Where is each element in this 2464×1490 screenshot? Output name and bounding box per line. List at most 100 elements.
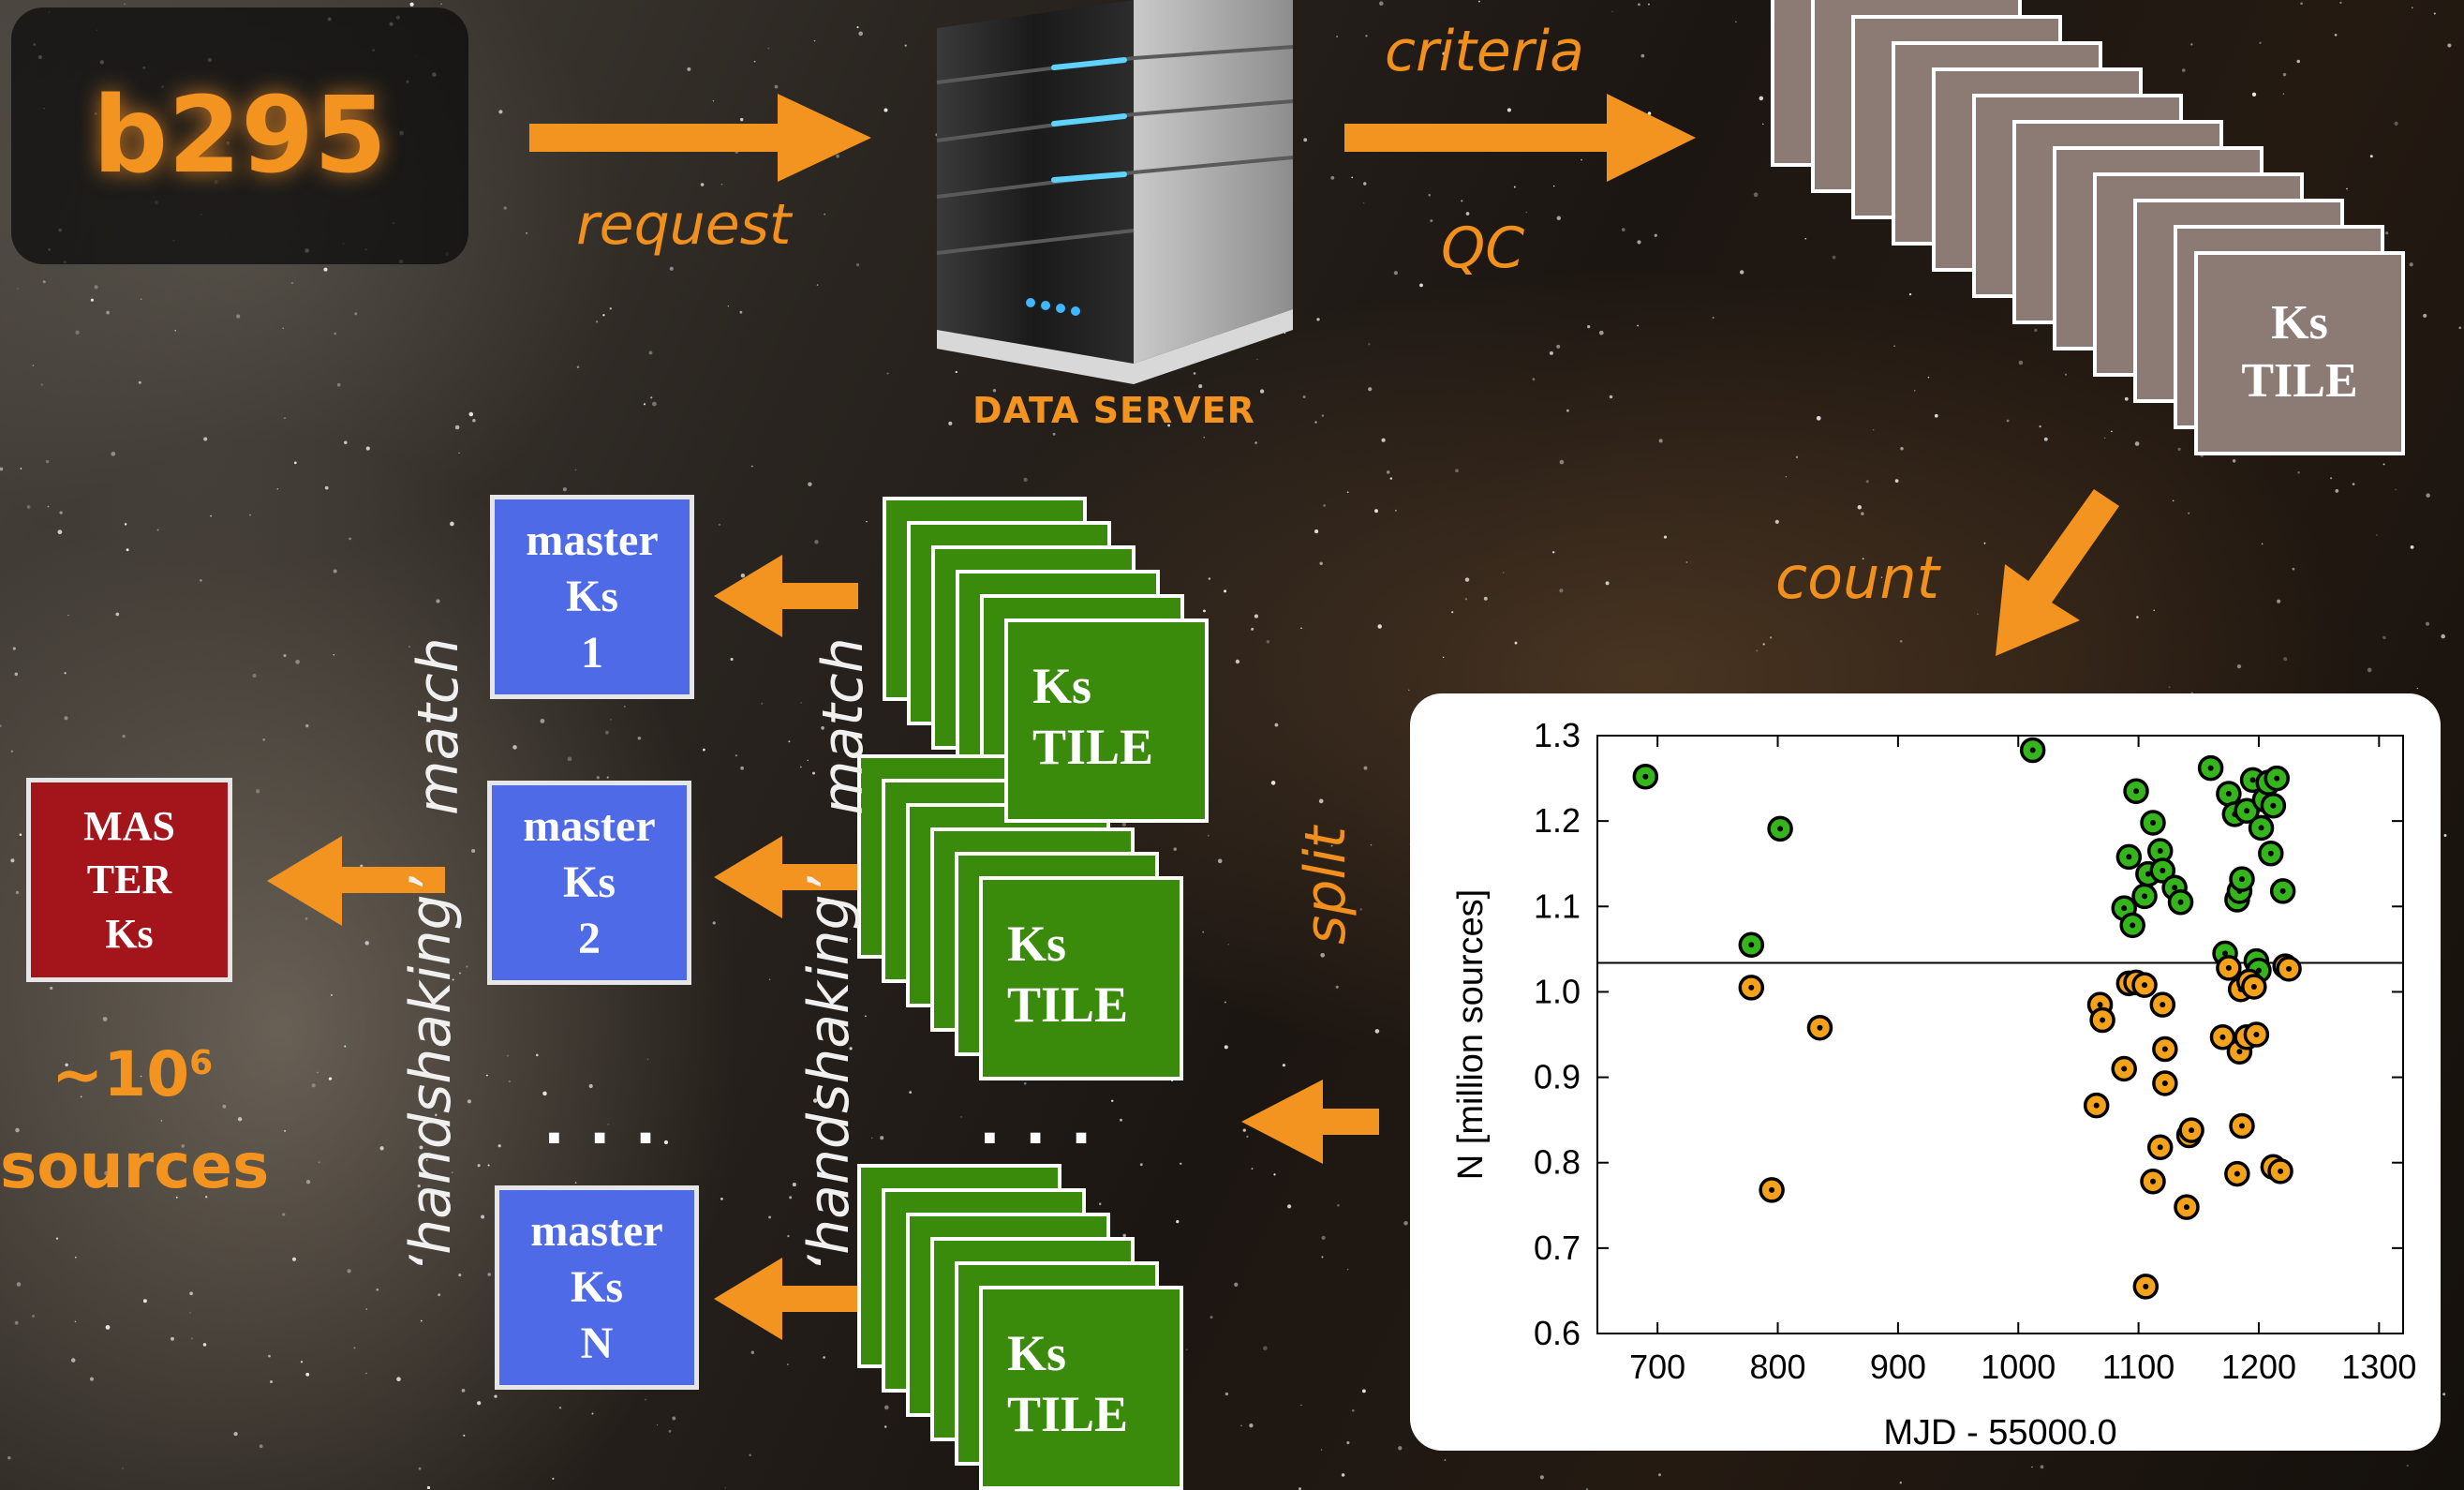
star [739,310,743,314]
star [20,468,22,469]
star [105,1325,111,1330]
star [807,759,809,762]
green-tile-1-line2: TILE [1032,718,1154,775]
data-point [2229,866,2255,892]
green-tile-3-line1: Ks [1007,1325,1067,1381]
star [1273,1173,1276,1176]
star [283,654,287,658]
star [727,305,729,307]
star [1202,931,1205,933]
star [255,789,260,794]
star [552,1477,555,1481]
star [59,511,63,514]
star [1774,519,1779,525]
star [1739,270,1744,275]
star [2382,635,2386,640]
master-1-line1: master [526,515,659,565]
star [2232,459,2236,463]
star [1240,1424,1242,1427]
star [1804,237,1807,240]
star [2367,667,2372,673]
star [269,1379,274,1384]
star [1227,944,1229,946]
star [305,1179,311,1185]
star [735,754,738,757]
sources-exponent: 6 [189,1044,214,1082]
star [344,1045,347,1048]
star [1198,384,1203,389]
criteria-label: criteria [1385,19,1584,84]
star [417,1184,421,1188]
b295-label: b295 [93,75,387,197]
star [2261,543,2264,545]
star [588,1083,593,1089]
star [204,1195,208,1199]
star [2447,43,2452,48]
star [160,1120,163,1122]
star [2458,326,2462,330]
star [1477,0,1480,3]
star [466,965,468,968]
star [870,1137,873,1140]
star [1621,228,1625,231]
star [15,1127,20,1133]
star [672,1416,676,1421]
star [1321,414,1325,417]
star [1587,325,1591,329]
star [1657,1473,1662,1477]
star [1637,240,1641,245]
y-tick-label: 1.2 [1534,801,1581,840]
sources-prefix: ~10 [52,1038,190,1110]
star [498,110,503,114]
star [1403,1221,1408,1226]
star [1513,186,1516,188]
star [435,1113,438,1117]
star [282,327,285,330]
brown-tile-line2: TILE [2241,354,2358,409]
star [1756,649,1759,652]
star [468,411,474,417]
star [1300,627,1302,630]
star [1556,216,1562,221]
star [2352,483,2355,485]
data-point [2174,1194,2200,1220]
star [26,505,31,509]
data-point [1632,763,1659,790]
star [637,737,642,740]
star [1465,212,1470,216]
star [330,993,333,996]
star [2412,7,2413,8]
star [508,1080,512,1083]
star [70,1358,76,1363]
data-point [2224,1160,2250,1187]
star [2425,621,2430,626]
star [880,1136,884,1140]
star [336,382,341,387]
b295-box [11,7,468,264]
star [364,941,369,946]
star [2441,633,2446,639]
star [57,529,63,535]
data-point [2149,857,2176,884]
star [1274,723,1279,727]
star [574,469,577,471]
star [1341,1473,1345,1477]
star [768,1215,772,1219]
data-point [2083,1092,2110,1119]
star [409,2,414,7]
sources-count: ~106 [52,1038,213,1110]
star [175,1196,178,1199]
green-tile-1-line1: Ks [1032,658,1092,714]
star [2134,441,2140,446]
star [420,1319,423,1322]
star [904,44,907,47]
star [2433,12,2436,15]
star [1762,643,1765,646]
star [1525,211,1527,214]
star [1368,343,1371,346]
star [1314,529,1319,534]
star [1654,233,1657,237]
x-tick-label: 1200 [2221,1348,2296,1386]
data-point [2019,737,2046,764]
green-tile-2-line1: Ks [1007,916,1067,972]
